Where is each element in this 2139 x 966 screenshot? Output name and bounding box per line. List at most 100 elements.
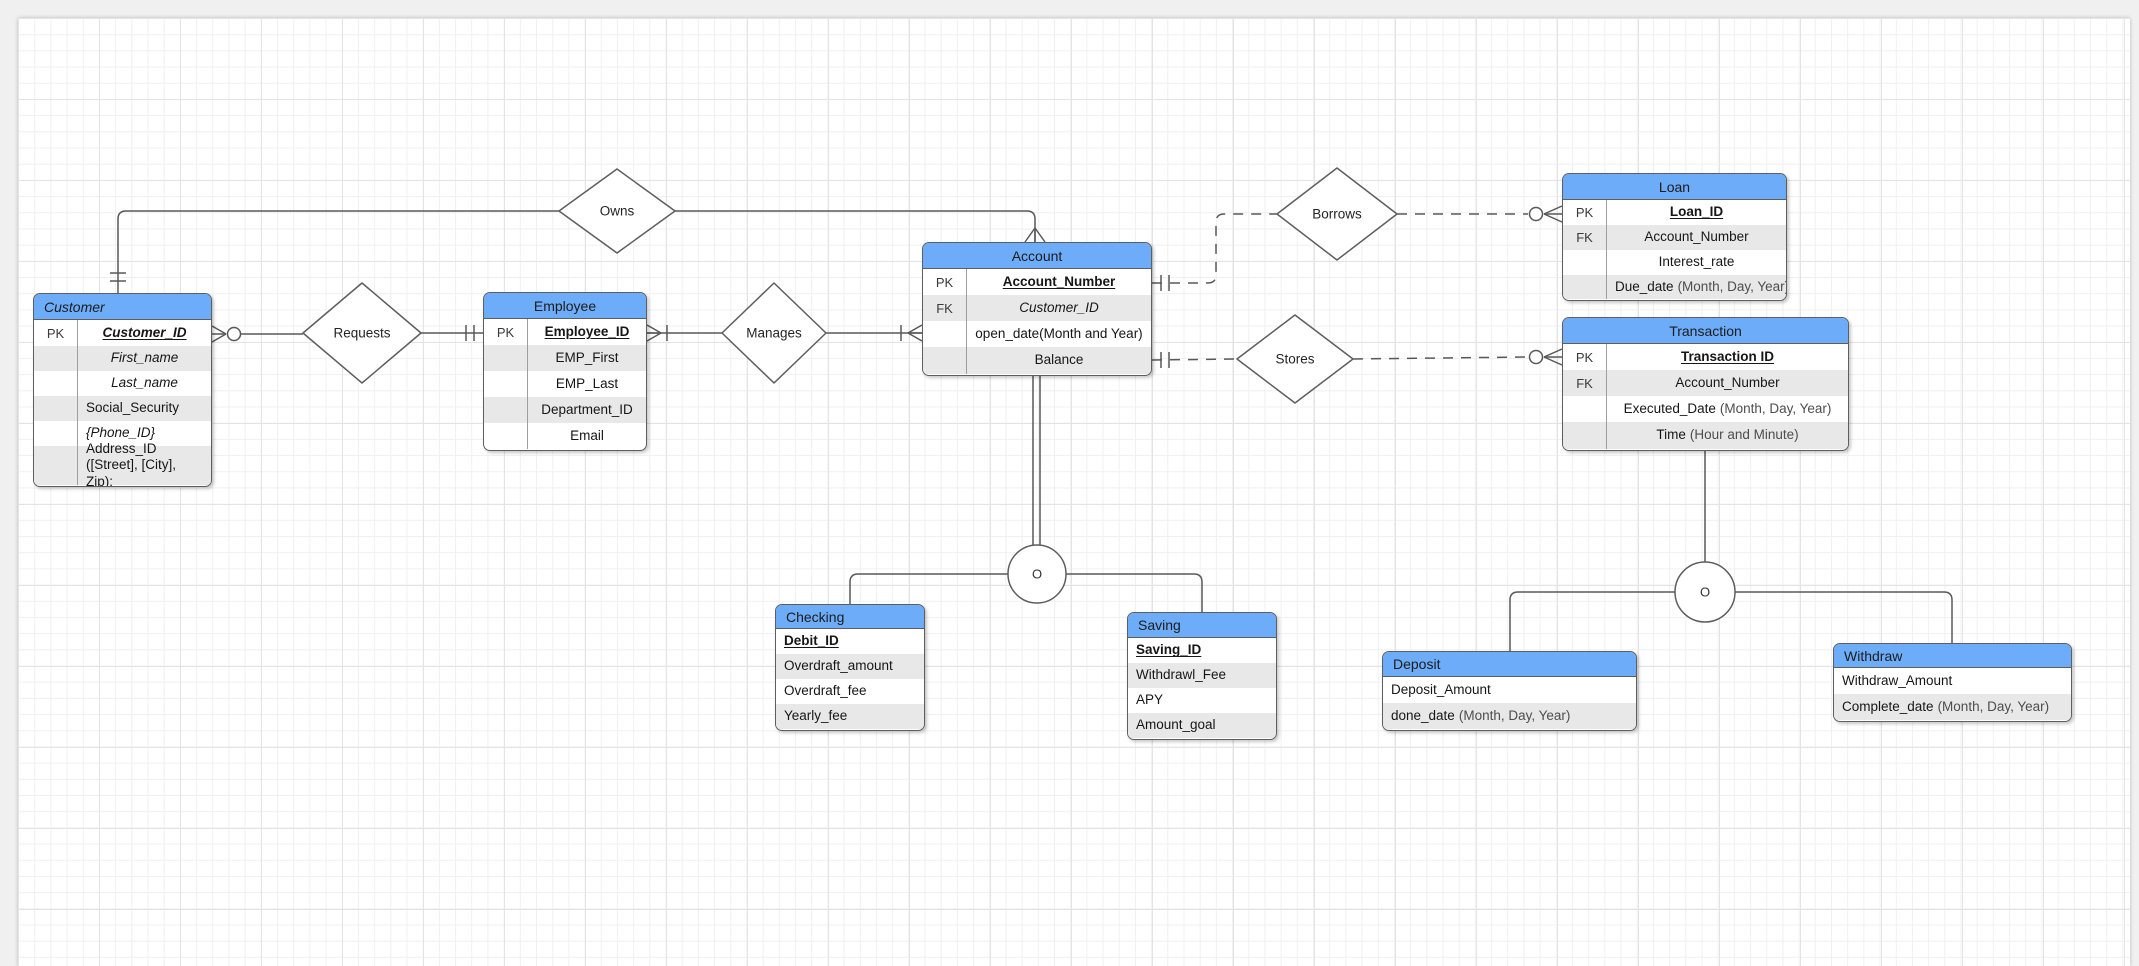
connector-owns-account[interactable]	[675, 210, 1036, 242]
key-cell-customer-4	[34, 421, 78, 446]
entity-row-customer-social-security[interactable]: Social_Security	[34, 396, 211, 421]
connector-spec-deposit[interactable]	[1509, 591, 1675, 651]
marker-crowfoot-employee-manages	[646, 324, 662, 334]
field-name: Interest_rate	[1658, 254, 1735, 270]
field-cell-account-3: Balance	[967, 347, 1151, 374]
connector-spec-withdraw[interactable]	[1735, 591, 1953, 643]
field-cell-customer-5: Address_ID ([Street], [City], Zip):	[78, 441, 211, 486]
field-suffix: (Month, Day, Year)	[1937, 698, 2050, 714]
entity-row-customer-phone-id[interactable]: {Phone_ID}	[34, 421, 211, 446]
entity-row-customer-address-id-street-city-zip[interactable]: Address_ID ([Street], [City], Zip):	[34, 441, 211, 486]
field-name: Employee_ID	[544, 323, 630, 339]
connector-customer-owns[interactable]	[117, 210, 559, 293]
entity-title-employee: Employee	[484, 293, 646, 319]
field-name: Address_ID ([Street], [City], Zip):	[86, 441, 177, 487]
specialization-circle-0[interactable]	[1007, 544, 1067, 604]
connector-account-stores[interactable]	[1151, 358, 1238, 361]
connector-stores-transaction[interactable]	[1352, 356, 1529, 360]
connector-spec-saving[interactable]	[1066, 573, 1203, 612]
entity-row-loan-interest-rate[interactable]: Interest_rate	[1563, 250, 1786, 275]
entity-row-withdraw-complete-date[interactable]: Complete_date(Month, Day, Year)	[1834, 694, 2071, 720]
entity-row-account-customer-id[interactable]: FK Customer_ID	[923, 295, 1151, 321]
entity-row-checking-debit-id[interactable]: Debit_ID	[776, 629, 924, 654]
key-cell-transaction-0: PK	[1563, 344, 1607, 370]
key-cell-account-1: FK	[923, 295, 967, 321]
field-name: Account_Number	[1644, 229, 1749, 245]
entity-row-checking-overdraft-fee[interactable]: Overdraft_fee	[776, 679, 924, 704]
entity-row-transaction-executed-date[interactable]: Executed_Date(Month, Day, Year)	[1563, 396, 1848, 422]
field-cell-loan-0: Loan_ID	[1607, 200, 1786, 225]
entity-row-transaction-time[interactable]: Time(Hour and Minute)	[1563, 422, 1848, 449]
field-name: Time	[1656, 427, 1686, 443]
relationship-borrows[interactable]	[1276, 167, 1398, 261]
field-cell-customer-2: Last_name	[78, 371, 211, 396]
key-cell-employee-1	[484, 345, 528, 371]
entity-row-employee-emp-first[interactable]: EMP_First	[484, 345, 646, 371]
field-cell-checking-1: Overdraft_amount	[776, 654, 924, 679]
entity-row-saving-saving-id[interactable]: Saving_ID	[1128, 638, 1276, 663]
entity-row-saving-withdrawl-fee[interactable]: Withdrawl_Fee	[1128, 663, 1276, 688]
specialization-circle-1[interactable]	[1674, 561, 1736, 623]
field-name: {Phone_ID}	[86, 425, 156, 441]
entity-row-checking-yearly-fee[interactable]: Yearly_fee	[776, 704, 924, 729]
key-cell-customer-0: PK	[34, 320, 78, 346]
entity-row-customer-first-name[interactable]: First_name	[34, 346, 211, 371]
entity-row-account-open-date-month-and-year[interactable]: open_date(Month and Year)	[923, 321, 1151, 347]
entity-row-loan-account-number[interactable]: FK Account_Number	[1563, 225, 1786, 250]
connector-spec-checking[interactable]	[849, 573, 1008, 604]
connector-account-borrows[interactable]	[1152, 213, 1277, 284]
entity-row-withdraw-withdraw-amount[interactable]: Withdraw_Amount	[1834, 668, 2071, 694]
relationship-stores[interactable]	[1236, 314, 1354, 404]
key-cell-transaction-2	[1563, 396, 1607, 422]
field-name: Customer_ID	[1019, 299, 1099, 315]
entity-row-saving-amount-goal[interactable]: Amount_goal	[1128, 713, 1276, 738]
field-cell-withdraw-1: Complete_date(Month, Day, Year)	[1834, 694, 2071, 720]
entity-row-deposit-deposit-amount[interactable]: Deposit_Amount	[1383, 677, 1636, 703]
entity-row-customer-last-name[interactable]: Last_name	[34, 371, 211, 396]
field-name: done_date	[1391, 707, 1455, 723]
entity-title-saving: Saving	[1128, 613, 1276, 638]
field-cell-saving-3: Amount_goal	[1128, 713, 1276, 738]
key-cell-employee-2	[484, 371, 528, 397]
field-name: Yearly_fee	[784, 708, 848, 724]
entity-row-employee-email[interactable]: Email	[484, 423, 646, 449]
field-name: Overdraft_fee	[784, 683, 867, 699]
relationship-owns[interactable]	[558, 168, 676, 254]
key-cell-customer-1	[34, 346, 78, 371]
key-cell-loan-1: FK	[1563, 225, 1607, 250]
connector-account-spec-double-line[interactable]	[1032, 373, 1041, 546]
key-cell-employee-4	[484, 423, 528, 449]
field-name: Complete_date	[1842, 698, 1934, 714]
entity-row-employee-department-id[interactable]: Department_ID	[484, 397, 646, 423]
entity-row-deposit-done-date[interactable]: done_date(Month, Day, Year)	[1383, 703, 1636, 729]
field-name: Debit_ID	[784, 633, 839, 649]
field-cell-withdraw-0: Withdraw_Amount	[1834, 668, 2071, 694]
entity-title-customer: Customer	[34, 294, 211, 320]
key-cell-account-0: PK	[923, 269, 967, 295]
relationship-requests[interactable]	[302, 282, 422, 384]
marker-circle-borrows-loan	[1528, 206, 1544, 222]
field-name: Email	[570, 427, 604, 443]
entity-row-loan-due-date[interactable]: Due_date(Month, Day, Year)	[1563, 275, 1786, 299]
entity-row-account-balance[interactable]: Balance	[923, 347, 1151, 374]
entity-row-checking-overdraft-amount[interactable]: Overdraft_amount	[776, 654, 924, 679]
entity-row-saving-apy[interactable]: APY	[1128, 688, 1276, 713]
entity-row-employee-emp-last[interactable]: EMP_Last	[484, 371, 646, 397]
relationship-manages[interactable]	[721, 282, 827, 384]
